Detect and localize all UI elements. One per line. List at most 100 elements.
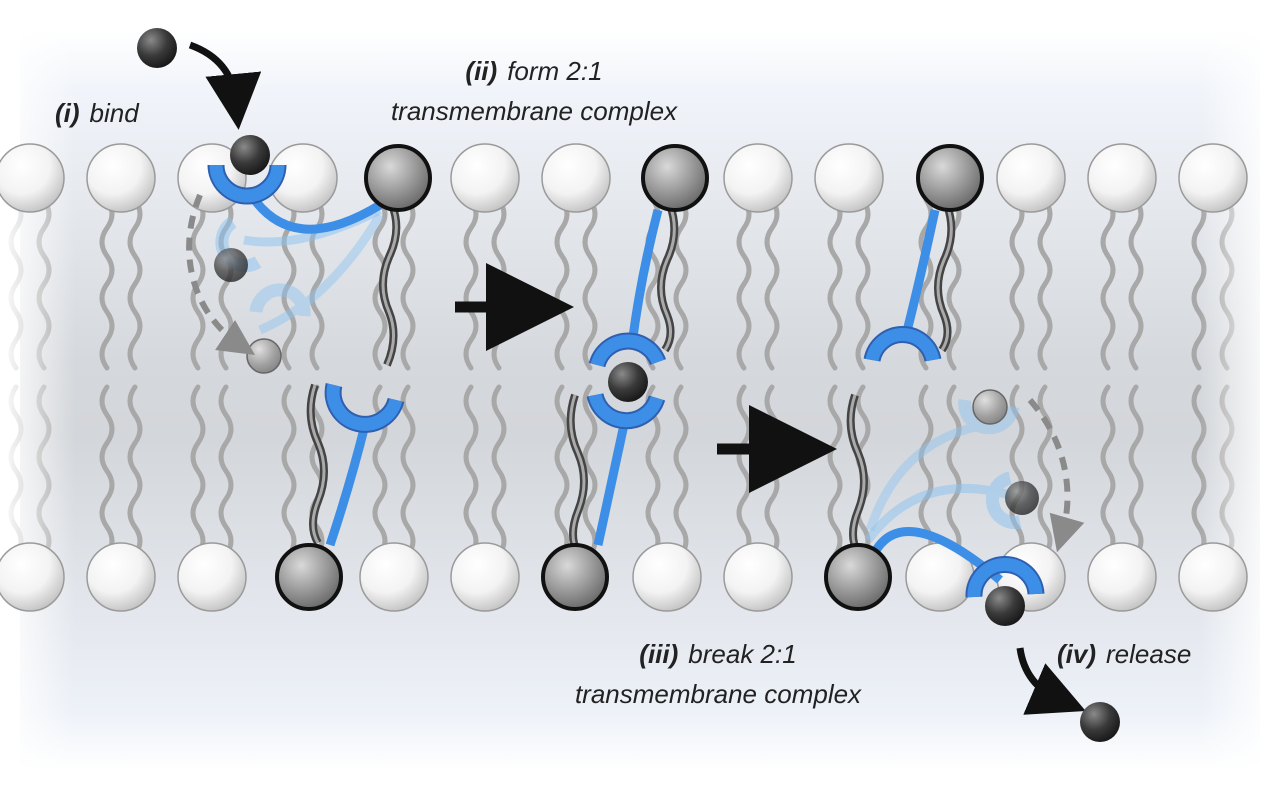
ion-released (1080, 702, 1120, 742)
receptor-linker-bind (244, 187, 383, 234)
receptor-linker-2 (325, 423, 370, 547)
lipid-headgroup (814, 143, 884, 213)
lipid-headgroup (996, 143, 1066, 213)
receptor-cup-3 (590, 334, 665, 368)
receptor-linker-5 (901, 209, 940, 337)
lipid-tail (218, 384, 234, 558)
step4-label: (iv) release (1057, 639, 1191, 669)
lipid-tail (855, 197, 871, 371)
lipid-headgroups (0, 143, 1248, 612)
step2-label-line1: (ii)form 2:1 (465, 56, 602, 86)
lipid-tail (946, 384, 962, 558)
lipid-headgroup (86, 143, 156, 213)
anchor-head-2 (275, 543, 343, 611)
anchor-head-3 (641, 144, 709, 212)
lipid-tail (1100, 197, 1116, 371)
lipid-headgroup (1087, 542, 1157, 612)
lipid-tail (281, 384, 297, 558)
lipid-headgroup (723, 143, 793, 213)
ion-ghost-1 (214, 248, 248, 282)
lipid-tail (400, 384, 416, 558)
lipid-tail (1009, 197, 1025, 371)
lipid-tail (673, 197, 689, 371)
step3-num: (iii) (639, 639, 678, 669)
receptor-cup-5 (865, 328, 940, 362)
step1-text: bind (90, 98, 141, 128)
lipid-tail (1191, 384, 1207, 558)
lipid-tail (582, 197, 598, 371)
lipid-tail (736, 197, 752, 371)
lipid-headgroup (1087, 143, 1157, 213)
ion-ghost-3 (972, 389, 1008, 425)
anchor-head-5 (916, 144, 984, 212)
lipid-tail (918, 384, 934, 558)
step1-label: (i) bind (55, 98, 140, 128)
lipid-tail (1128, 197, 1144, 371)
lipid-headgroup (450, 143, 520, 213)
lipid-headgroup (723, 542, 793, 612)
lipid-headgroup (177, 542, 247, 612)
receptor-cup-2 (326, 383, 403, 431)
lipid-tail (827, 197, 843, 371)
step2-num: (ii) (465, 56, 497, 86)
receptor-linker-3 (627, 208, 663, 346)
receptor-cup-6 (967, 558, 1043, 598)
lipid-headgroup (359, 542, 429, 612)
step1-num: (i) (55, 98, 80, 128)
receptor-ghost-4 (864, 471, 1022, 543)
lipid-headgroup (86, 542, 156, 612)
diffusion-arrow-dashed-2 (1027, 398, 1085, 553)
lipid-tail (99, 384, 115, 558)
ion-ghost-4 (1005, 481, 1039, 515)
anchor-head-4 (541, 543, 609, 611)
lipid-headgroup (1178, 542, 1248, 612)
lipid-headgroup (632, 542, 702, 612)
step4-num: (iv) (1057, 639, 1096, 669)
lipid-tail (463, 384, 479, 558)
panel-bind (137, 28, 432, 611)
bind-arrow (188, 41, 262, 130)
lipid-headgroup (541, 143, 611, 213)
ion-bound (230, 135, 270, 175)
lipid-tail (1128, 384, 1144, 558)
lipid-headgroup (0, 542, 65, 612)
panel-complex (541, 144, 709, 611)
ion-incoming (137, 28, 177, 68)
lipid-tail (673, 384, 689, 558)
lipid-headgroup (450, 542, 520, 612)
lipid-tail (190, 384, 206, 558)
ion-releasing (985, 586, 1025, 626)
lipid-tail (1100, 384, 1116, 558)
lipid-tail (491, 384, 507, 558)
receptor-ghost-3 (865, 399, 1020, 532)
lipid-tail (1037, 197, 1053, 371)
lipid-tail (127, 197, 143, 371)
receptor-linker-6 (871, 527, 1003, 584)
lipid-headgroup (0, 143, 65, 213)
lipid-tail (582, 384, 598, 558)
ion-sandwiched (608, 362, 648, 402)
step2-line2: transmembrane complex (391, 96, 678, 126)
lipid-tail (99, 197, 115, 371)
lipid-tail (127, 384, 143, 558)
right-fade (1200, 0, 1275, 791)
step4-text: release (1106, 639, 1191, 669)
lipid-tail (764, 197, 780, 371)
lipid-tail (463, 197, 479, 371)
receptor-ghost-2 (249, 212, 384, 335)
release-arrow (1016, 647, 1086, 715)
receptor-linker-4 (593, 419, 630, 546)
step3-line1: break 2:1 (688, 639, 796, 669)
step3-label-line1: (iii) break 2:1 (639, 639, 796, 669)
lipid-tail (400, 197, 416, 371)
panel-release (824, 144, 1120, 742)
lipid-tail (190, 197, 206, 371)
ion-ghost-2 (246, 338, 282, 374)
lipid-tail (1191, 197, 1207, 371)
lipid-tail (736, 384, 752, 558)
anchor-head-1 (364, 144, 432, 212)
receptor-cup-4 (588, 393, 664, 428)
anchor-head-6 (824, 543, 892, 611)
